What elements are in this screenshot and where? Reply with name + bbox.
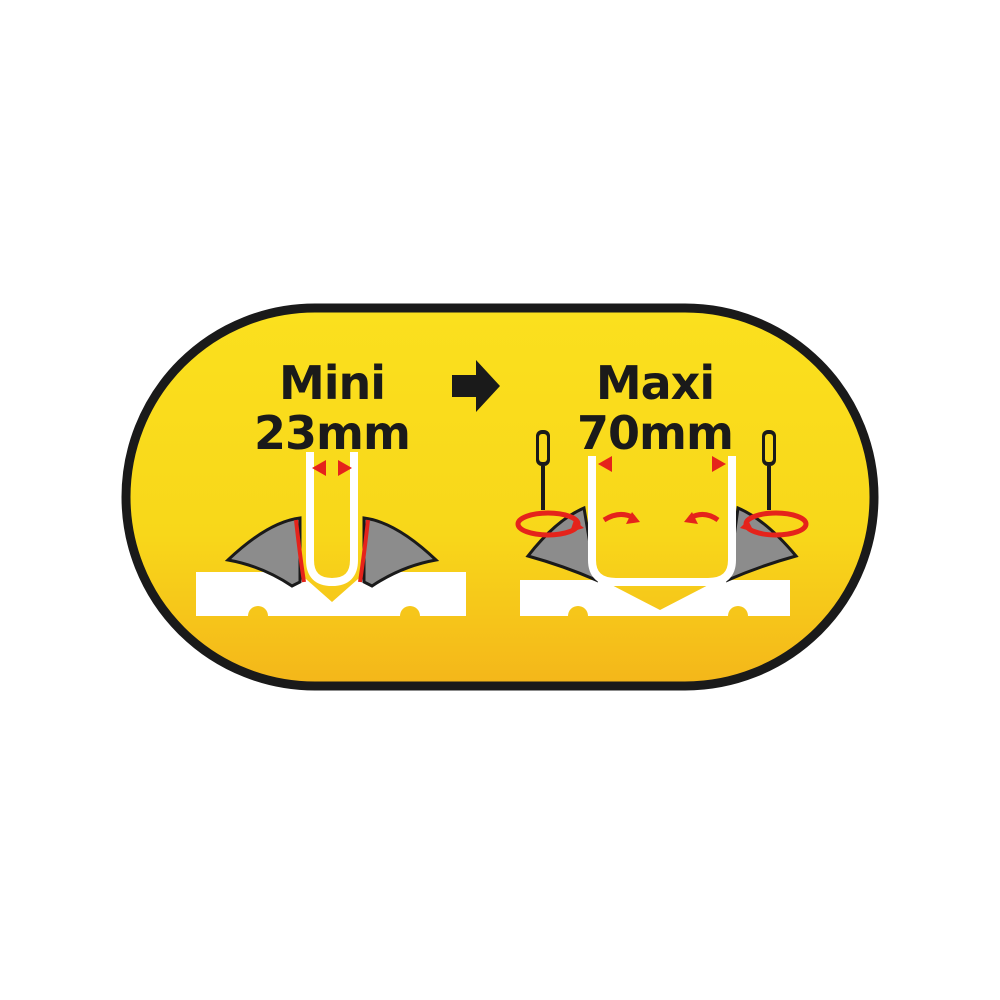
screwdriver-icon [536,430,550,510]
maxi-shackle [588,456,736,586]
mini-name: Mini [278,356,386,410]
maxi-arrow-right [712,456,726,472]
maxi-label: Maxi 70mm [555,358,755,458]
maxi-illustration [515,430,809,616]
mini-arrow-right [338,460,352,476]
mini-arrow-left [312,460,326,476]
maxi-arrow-left [598,456,612,472]
screwdriver-icon [762,430,776,510]
maxi-name: Maxi [595,356,715,410]
maxi-base [520,580,790,616]
arrow-right-icon [452,360,500,412]
mini-shackle [306,452,358,587]
mini-size: 23mm [254,406,411,460]
mini-label: Mini 23mm [232,358,432,458]
maxi-size: 70mm [577,406,734,460]
mini-illustration [196,452,466,616]
mini-base [196,572,466,616]
